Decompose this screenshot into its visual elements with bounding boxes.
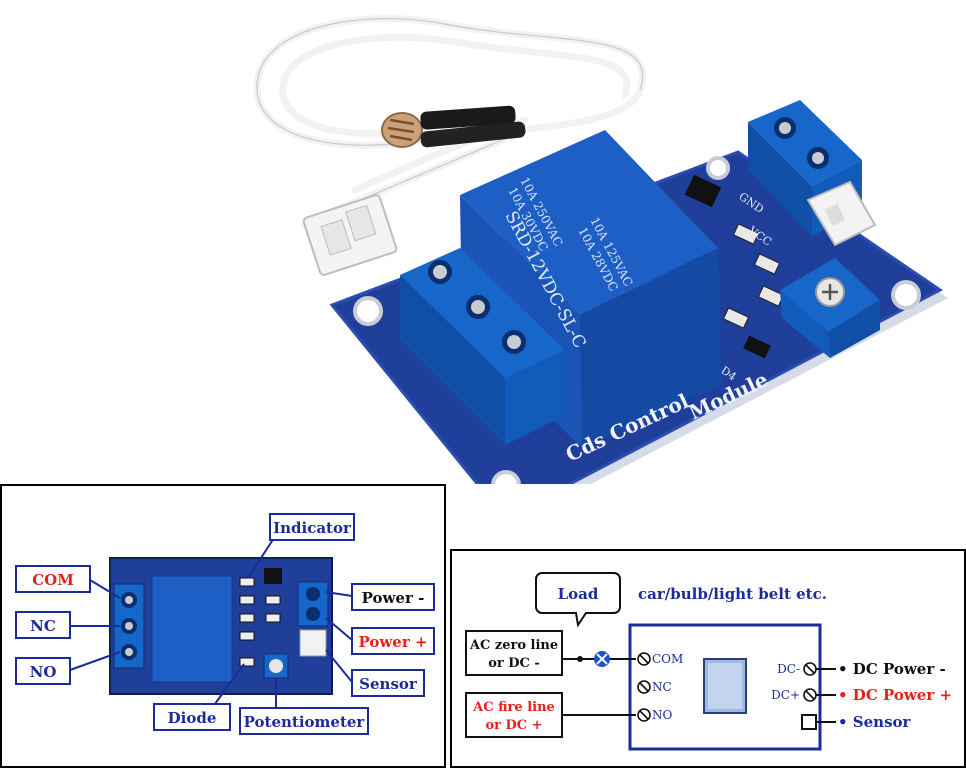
mounting-holes xyxy=(353,156,921,484)
wiring-diagram-panel: Load car/bulb/light belt etc. AC zero li… xyxy=(450,549,966,768)
terminal-no: NO xyxy=(652,708,673,722)
sensor-socket xyxy=(806,180,877,247)
terminal-dc-plus: DC+ xyxy=(771,688,800,702)
load-examples: car/bulb/light belt etc. xyxy=(638,585,827,603)
sensor-label: • Sensor xyxy=(838,713,912,731)
potentiometer xyxy=(780,258,880,358)
label-sensor: Sensor xyxy=(359,675,418,693)
label-power-minus: Power - xyxy=(362,589,425,607)
sensor-port-symbol xyxy=(801,714,817,730)
bulb-icon xyxy=(594,651,610,667)
label-power-plus: Power + xyxy=(358,633,427,651)
ac-fire-line-2: or DC + xyxy=(485,718,542,733)
dc-power-minus: • DC Power - xyxy=(838,660,946,678)
smd-components xyxy=(684,174,785,359)
label-nc: NC xyxy=(30,617,56,635)
label-diode: Diode xyxy=(168,709,217,727)
terminal-dc-minus: DC- xyxy=(777,662,800,676)
dc-power-plus: • DC Power + xyxy=(838,686,952,704)
label-potentiometer: Potentiometer xyxy=(244,713,366,731)
load-label: Load xyxy=(558,585,599,603)
terminal-com: COM xyxy=(652,652,683,666)
ac-zero-line-1: AC zero line xyxy=(469,638,558,653)
label-indicator: Indicator xyxy=(273,519,352,537)
module-photo: VCC GND D4 10A 250VAC 10A 30VDC 10A 125V… xyxy=(253,15,948,484)
ac-fire-line-1: AC fire line xyxy=(472,700,555,715)
cable-connector xyxy=(302,194,398,276)
load-callout xyxy=(535,572,621,628)
ac-zero-line-2: or DC - xyxy=(488,656,540,671)
pinout-diagram-panel: COM NC NO Indicator Power - Power + Sens… xyxy=(0,484,446,768)
board-thumbnail xyxy=(109,557,333,695)
terminal-nc: NC xyxy=(652,680,672,694)
label-no: NO xyxy=(30,663,57,681)
photoresistor xyxy=(381,105,526,148)
pinout-diagram: COM NC NO Indicator Power - Power + Sens… xyxy=(15,513,435,735)
label-com: COM xyxy=(32,571,74,589)
terminal-block-3pin xyxy=(400,248,565,445)
wiring-diagram: Load car/bulb/light belt etc. AC zero li… xyxy=(465,572,952,751)
